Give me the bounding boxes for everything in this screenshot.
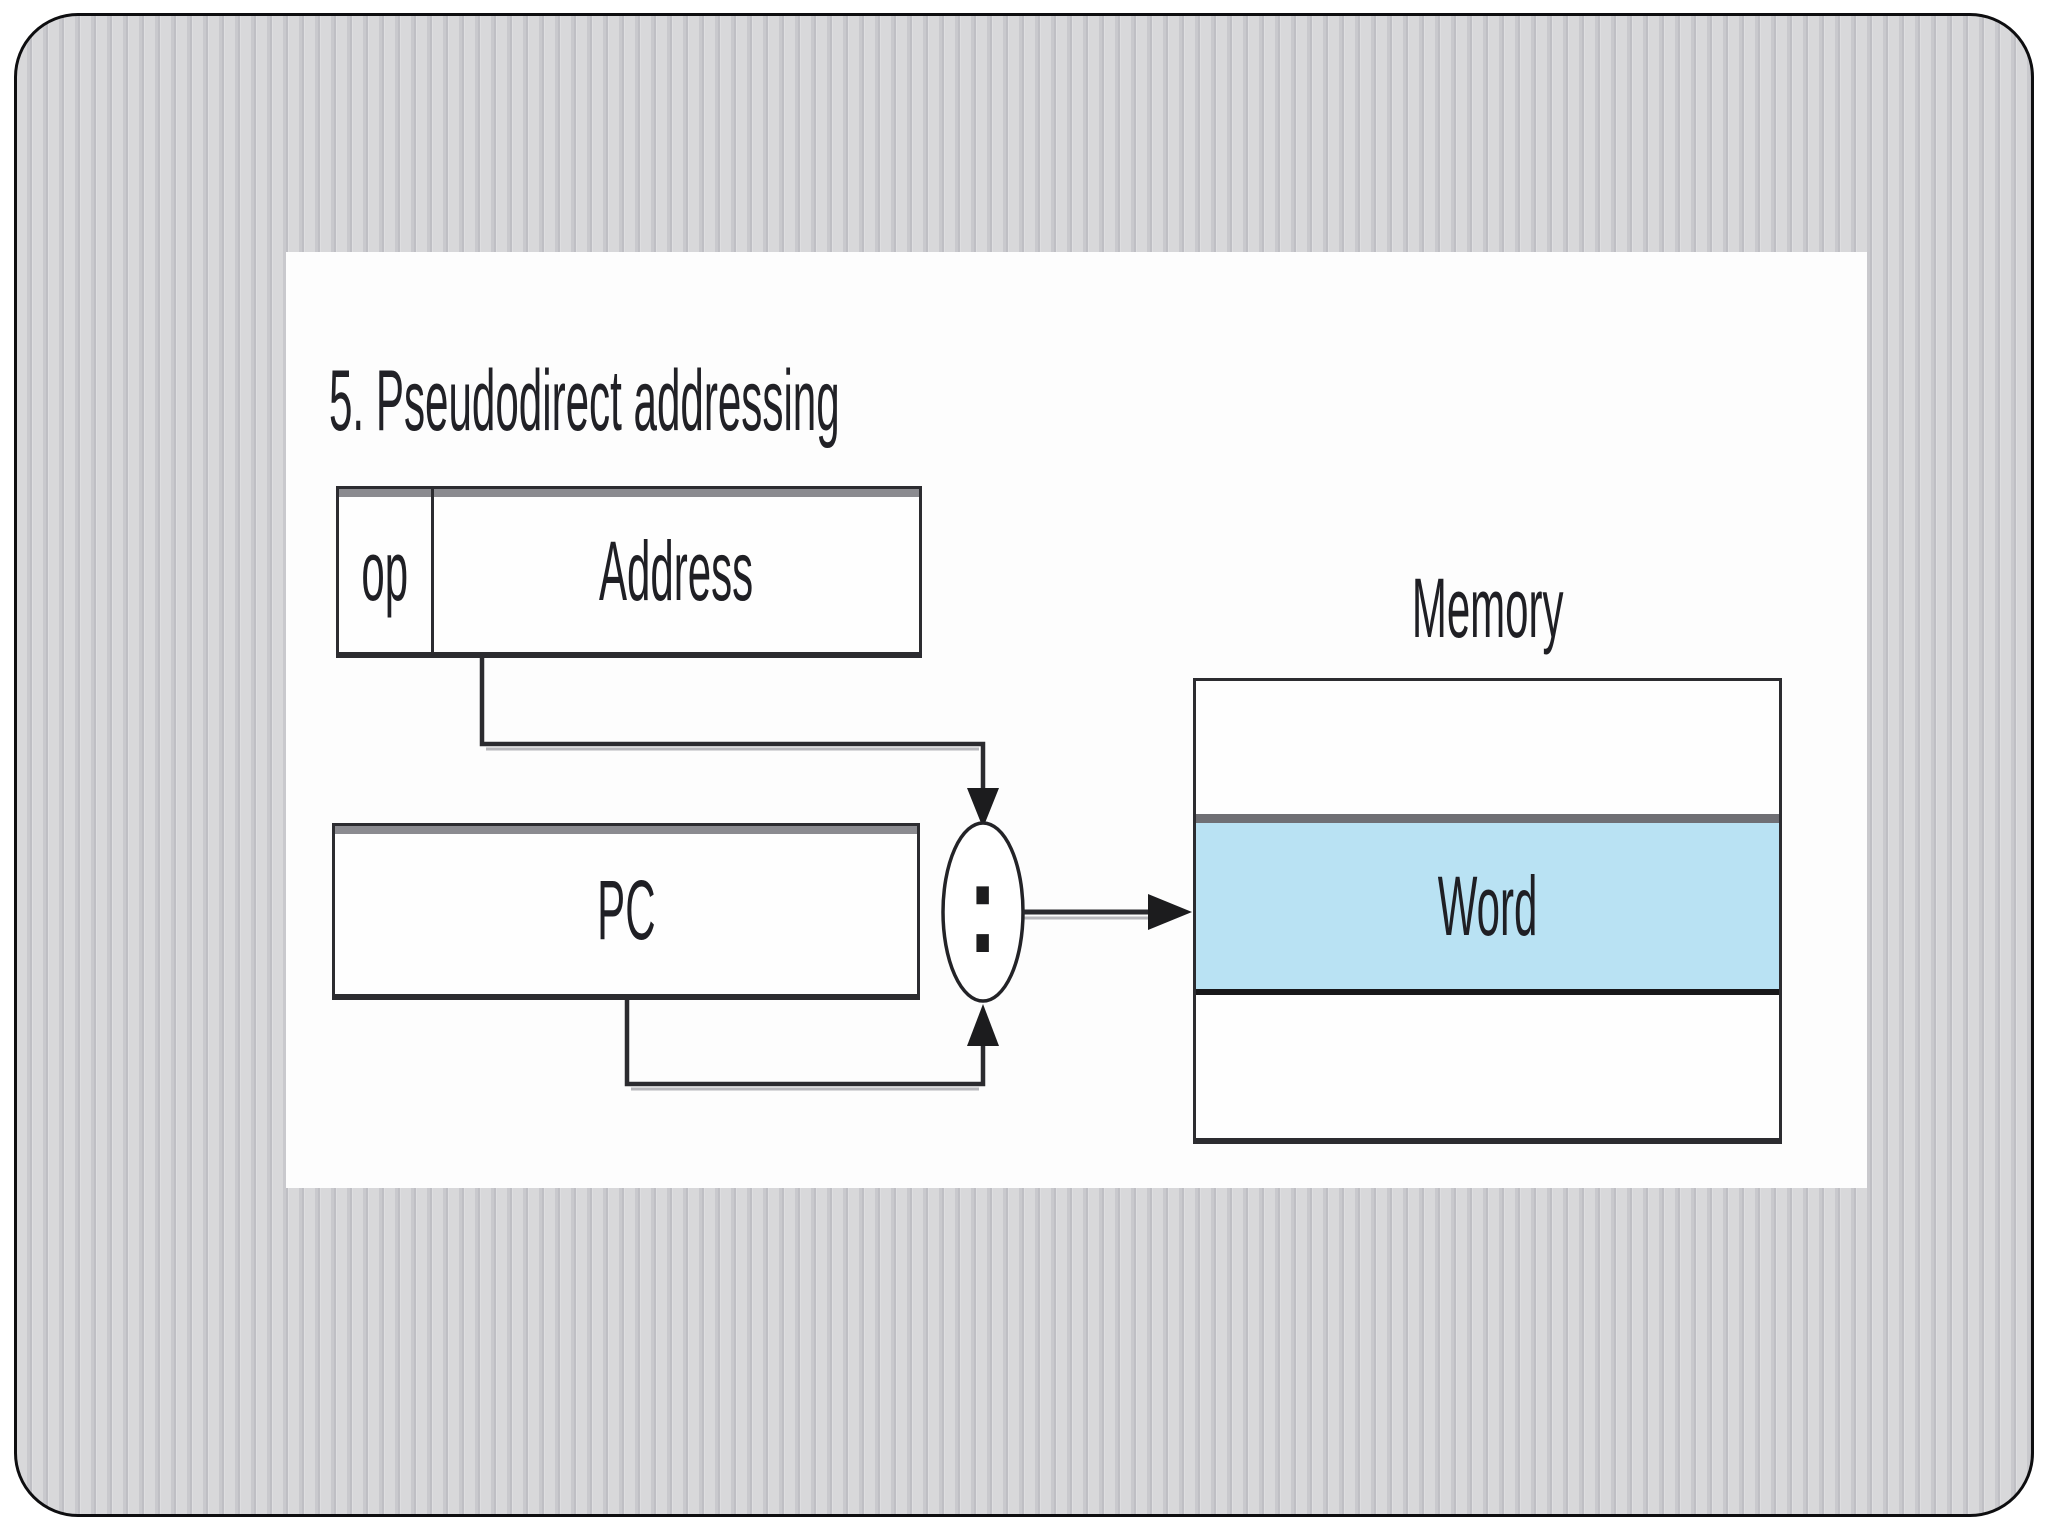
- arrowhead-down-icon: [967, 788, 999, 828]
- op-field-label: op: [361, 523, 409, 618]
- arrowhead-up-icon: [967, 1004, 999, 1046]
- memory-title-text: Memory: [1411, 561, 1564, 655]
- address-field: Address: [434, 489, 919, 652]
- concat-operator: :: [943, 823, 1023, 1001]
- memory-row-bottom: [1196, 995, 1779, 1138]
- address-to-concat-line: [479, 657, 986, 792]
- concat-operator-symbol: :: [968, 834, 998, 980]
- pc-register-box: PC: [332, 823, 920, 1000]
- pc-register-label: PC: [596, 863, 656, 957]
- page-title: 5. Pseudodirect addressing: [329, 352, 1371, 451]
- memory-word-label: Word: [1437, 859, 1538, 953]
- memory-title: Memory: [1193, 560, 1782, 657]
- memory-row-top: [1196, 681, 1779, 814]
- page-title-text: 5. Pseudodirect addressing: [329, 353, 840, 449]
- arrowhead-right-icon: [1148, 894, 1192, 930]
- memory-row-word-highlighted: Word: [1196, 814, 1779, 995]
- memory-box: Word: [1193, 678, 1782, 1144]
- op-field: op: [339, 489, 434, 652]
- pc-to-concat-line: [624, 1000, 986, 1087]
- address-field-label: Address: [599, 523, 754, 618]
- instruction-box: op Address: [336, 486, 922, 658]
